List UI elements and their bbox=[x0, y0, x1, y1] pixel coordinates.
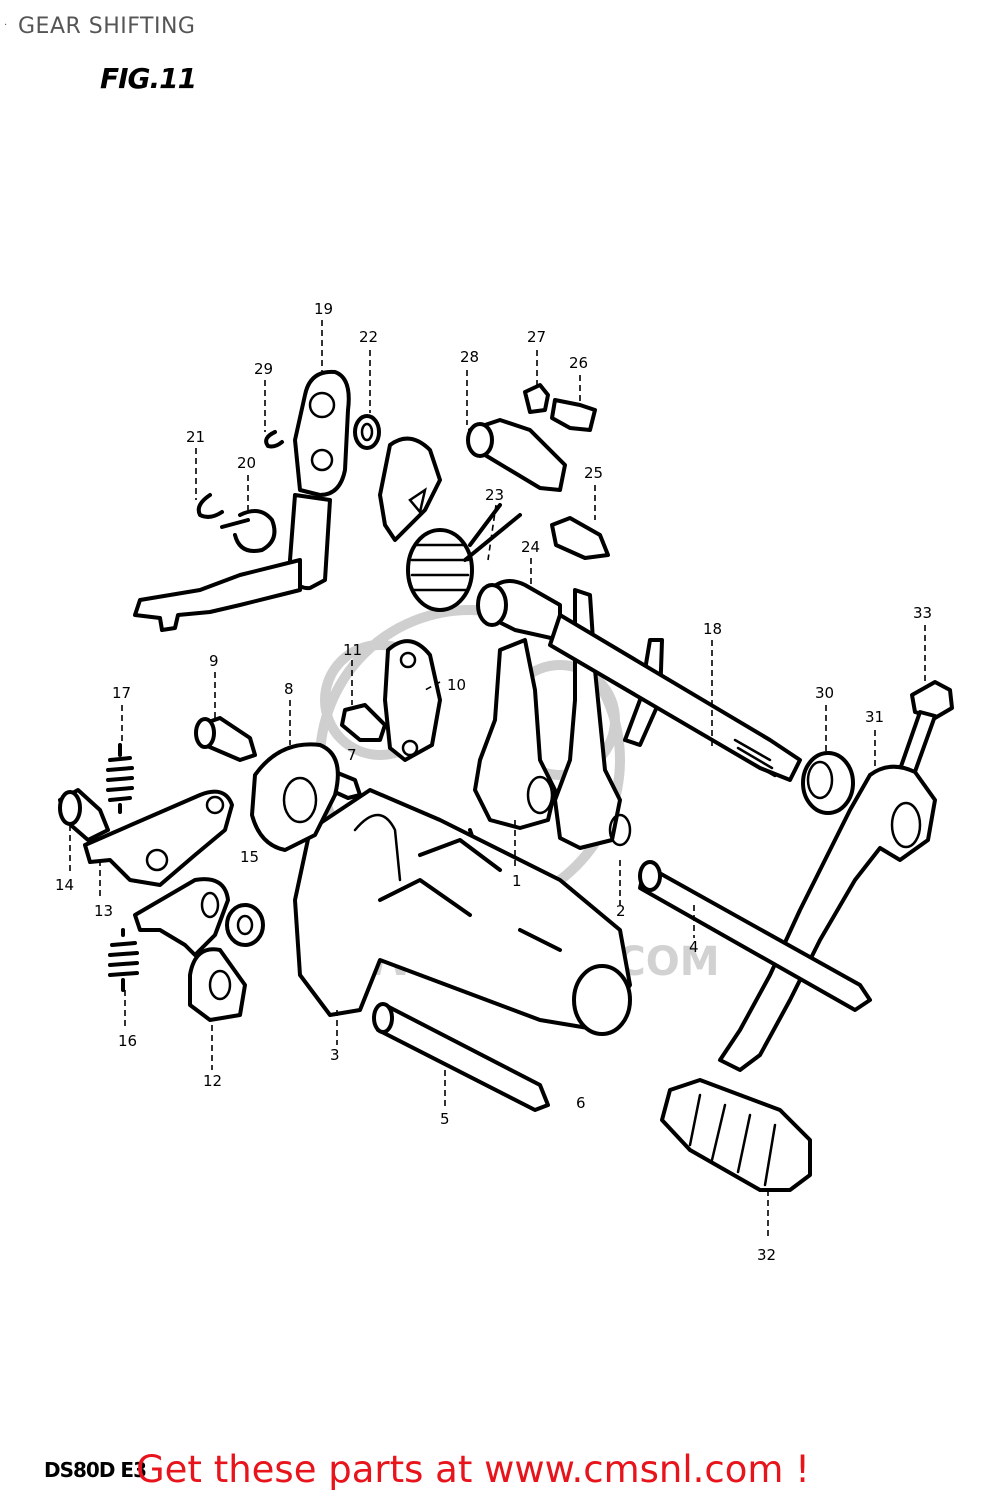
callout-18: 18 bbox=[703, 620, 722, 638]
callout-22: 22 bbox=[359, 328, 378, 346]
part-31-shift-lever bbox=[718, 764, 937, 1072]
shift-fork-1 bbox=[468, 638, 557, 847]
callout-12: 12 bbox=[203, 1072, 222, 1090]
callout-26: 26 bbox=[569, 354, 588, 372]
part-16-spring bbox=[108, 928, 139, 992]
callout-2: 2 bbox=[616, 902, 626, 920]
header-mark: · bbox=[4, 20, 8, 31]
part-17-spring bbox=[106, 743, 134, 814]
part-5-pin bbox=[372, 1002, 550, 1112]
part-33-bolt bbox=[896, 680, 954, 782]
callout-9: 9 bbox=[209, 652, 219, 670]
callout-14: 14 bbox=[55, 876, 74, 894]
part-19-plate bbox=[288, 369, 351, 591]
callout-16: 16 bbox=[118, 1032, 137, 1050]
part-11-bolt bbox=[340, 703, 387, 742]
callout-24: 24 bbox=[521, 538, 540, 556]
callout-10: 10 bbox=[447, 676, 466, 694]
part-13-arm bbox=[83, 789, 234, 887]
part-4-shaft bbox=[638, 860, 872, 1012]
callout-30: 30 bbox=[815, 684, 834, 702]
callout-5: 5 bbox=[440, 1110, 450, 1128]
callout-1: 1 bbox=[512, 872, 522, 890]
callout-8: 8 bbox=[284, 680, 294, 698]
part-32-pedal-rubber bbox=[660, 1078, 812, 1192]
part-30-bushing bbox=[801, 751, 855, 815]
part-28-pin bbox=[466, 418, 567, 492]
part-27-nut bbox=[523, 383, 550, 414]
model-code: DS80D E3 bbox=[44, 1458, 147, 1482]
part-15-lever bbox=[133, 877, 265, 957]
callout-6: 6 bbox=[576, 1094, 586, 1112]
part-18-fork-shaft bbox=[548, 613, 802, 782]
part-10-stopper-plate bbox=[383, 639, 442, 762]
part-20-clip bbox=[220, 509, 277, 553]
part-21-circlip bbox=[196, 493, 224, 519]
callout-19: 19 bbox=[314, 300, 333, 318]
callout-25: 25 bbox=[584, 464, 603, 482]
callout-28: 28 bbox=[460, 348, 479, 366]
part-14-bolt bbox=[58, 788, 110, 842]
callout-27: 27 bbox=[527, 328, 546, 346]
shifter-plate bbox=[378, 436, 522, 612]
callout-17: 17 bbox=[112, 684, 131, 702]
part-3-gearshift-cam bbox=[293, 788, 632, 1036]
callout-21: 21 bbox=[186, 428, 205, 446]
part-8-plate bbox=[250, 742, 340, 852]
callout-labels: 19 22 28 27 26 25 29 21 20 23 24 18 30 3… bbox=[55, 300, 932, 1264]
callout-29: 29 bbox=[254, 360, 273, 378]
promo-link[interactable]: Get these parts at www.cmsnl.com ! bbox=[136, 1448, 811, 1491]
callout-31: 31 bbox=[865, 708, 884, 726]
callout-20: 20 bbox=[237, 454, 256, 472]
leader-lines bbox=[69, 320, 926, 1240]
callout-23: 23 bbox=[485, 486, 504, 504]
callout-7: 7 bbox=[347, 746, 357, 764]
callout-15: 15 bbox=[240, 848, 259, 866]
callout-13: 13 bbox=[94, 902, 113, 920]
part-24-collar bbox=[476, 579, 562, 642]
part-12-plate bbox=[188, 947, 247, 1022]
part-9-bolt bbox=[194, 716, 257, 762]
callout-32: 32 bbox=[757, 1246, 776, 1264]
part-25-bolt bbox=[550, 516, 610, 560]
callout-4: 4 bbox=[689, 938, 699, 956]
callout-3: 3 bbox=[330, 1046, 340, 1064]
callout-33: 33 bbox=[913, 604, 932, 622]
page-title: GEAR SHIFTING bbox=[18, 14, 196, 39]
part-22-washer bbox=[353, 414, 381, 450]
callout-11: 11 bbox=[343, 641, 362, 659]
figure-label: FIG.11 bbox=[100, 62, 197, 95]
part-26-bolt bbox=[550, 398, 597, 432]
part-29-clip bbox=[264, 430, 284, 449]
shift-arm bbox=[133, 558, 302, 632]
